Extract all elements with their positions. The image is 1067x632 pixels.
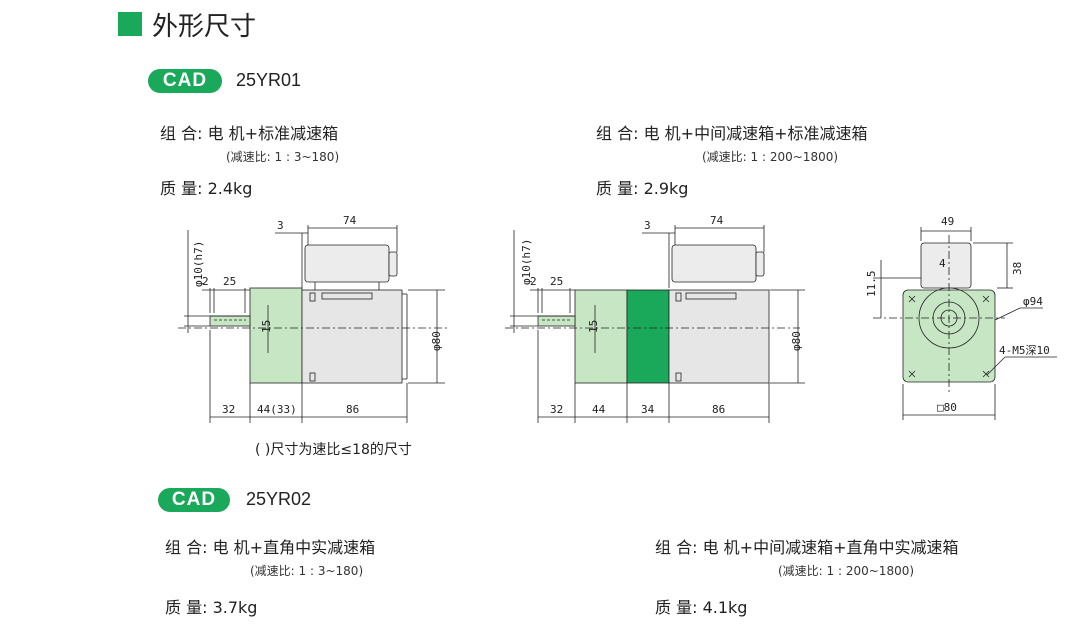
ratio-1-left: (减速比: 1 : 3~180) (226, 150, 340, 164)
dim-15: 15 (260, 320, 273, 333)
dim-phi80: φ80 (430, 331, 443, 351)
combo-label: 组 合: (655, 538, 698, 557)
mass-row-1-right: 质 量: 2.9kg (596, 175, 688, 199)
cad-model-2: 25YR02 (246, 489, 312, 509)
dim-2: 2 (202, 275, 209, 288)
combo-value: 电 机+直角中实减速箱 (212, 538, 376, 557)
mass-label: 质 量: (596, 179, 639, 198)
dim-74: 74 (710, 214, 724, 227)
mass-value: 3.7kg (212, 598, 258, 617)
combo-row-1-left: 组 合: 电 机+标准减速箱 (160, 120, 338, 144)
combo-row-1-right: 组 合: 电 机+中间减速箱+标准减速箱 (596, 120, 867, 144)
mass-value: 2.9kg (643, 179, 689, 198)
mass-value: 4.1kg (702, 598, 748, 617)
dim-38: 38 (1011, 262, 1024, 275)
mass-label: 质 量: (165, 598, 208, 617)
ratio-2-left: (减速比: 1 : 3~180) (250, 564, 364, 578)
dim-44-33: 44(33) (257, 403, 297, 416)
dim-phi94: φ94 (1023, 295, 1043, 308)
section-title: 外形尺寸 (152, 12, 257, 42)
dim-25: 25 (550, 275, 563, 288)
ratio-2-right: (减速比: 1 : 200~1800) (778, 564, 915, 578)
combo-row-2-left: 组 合: 电 机+直角中实减速箱 (165, 534, 375, 558)
dim-screw: 4-M5深10 (999, 344, 1050, 357)
shaft-dia-label: φ10(h7) (520, 239, 533, 285)
key-width-label: 4 (939, 257, 946, 270)
dim-11-5-label: 11.5 (865, 271, 878, 298)
dim-32: 32 (550, 403, 563, 416)
dim-phi80: φ80 (790, 331, 803, 351)
mass-value: 2.4kg (207, 179, 253, 198)
dim-3: 3 (644, 219, 651, 232)
combo-label: 组 合: (160, 124, 203, 143)
mass-row-1-left: 质 量: 2.4kg (160, 175, 252, 199)
dim-sq80: □80 (937, 401, 957, 414)
dim-74: 74 (343, 214, 357, 227)
dimension-drawing-3: 49 4 38 11.5 φ94 4-M5深10 □80 (865, 215, 1057, 420)
dim-86: 86 (712, 403, 725, 416)
dim-25: 25 (223, 275, 236, 288)
dim-3: 3 (277, 219, 284, 232)
mass-row-2-left: 质 量: 3.7kg (165, 594, 257, 618)
dim-86: 86 (346, 403, 359, 416)
mass-row-2-right: 质 量: 4.1kg (655, 594, 747, 618)
dim-32: 32 (222, 403, 235, 416)
combo-label: 组 合: (596, 124, 639, 143)
dim-44: 44 (592, 403, 606, 416)
cad-model-1: 25YR01 (236, 70, 302, 90)
combo-value: 电 机+中间减速箱+直角中实减速箱 (702, 538, 959, 557)
dim-2: 2 (530, 275, 537, 288)
combo-value: 电 机+中间减速箱+标准减速箱 (643, 124, 868, 143)
dim-34: 34 (641, 403, 655, 416)
mass-label: 质 量: (160, 179, 203, 198)
shaft-dia-label: φ10(h7) (192, 241, 205, 287)
dimension-drawing-2: φ10(h7) 2 25 3 74 15 φ80 32 44 34 86 (505, 214, 805, 423)
green-square-icon (118, 12, 142, 36)
combo-value: 电 机+标准减速箱 (207, 124, 339, 143)
dim-15: 15 (587, 320, 600, 333)
combo-row-2-right: 组 合: 电 机+中间减速箱+直角中实减速箱 (655, 534, 958, 558)
mass-label: 质 量: (655, 598, 698, 617)
ratio-note: ( )尺寸为速比≤18的尺寸 (255, 442, 412, 458)
cad-badge-2[interactable]: CAD (158, 488, 230, 512)
ratio-1-right: (减速比: 1 : 200~1800) (702, 150, 839, 164)
cad-badge-1[interactable]: CAD (148, 69, 222, 93)
dim-49: 49 (941, 215, 954, 228)
dimension-drawing-1: φ10(h7) 2 25 3 74 15 φ80 32 44(33) 86 (178, 214, 450, 423)
combo-label: 组 合: (165, 538, 208, 557)
